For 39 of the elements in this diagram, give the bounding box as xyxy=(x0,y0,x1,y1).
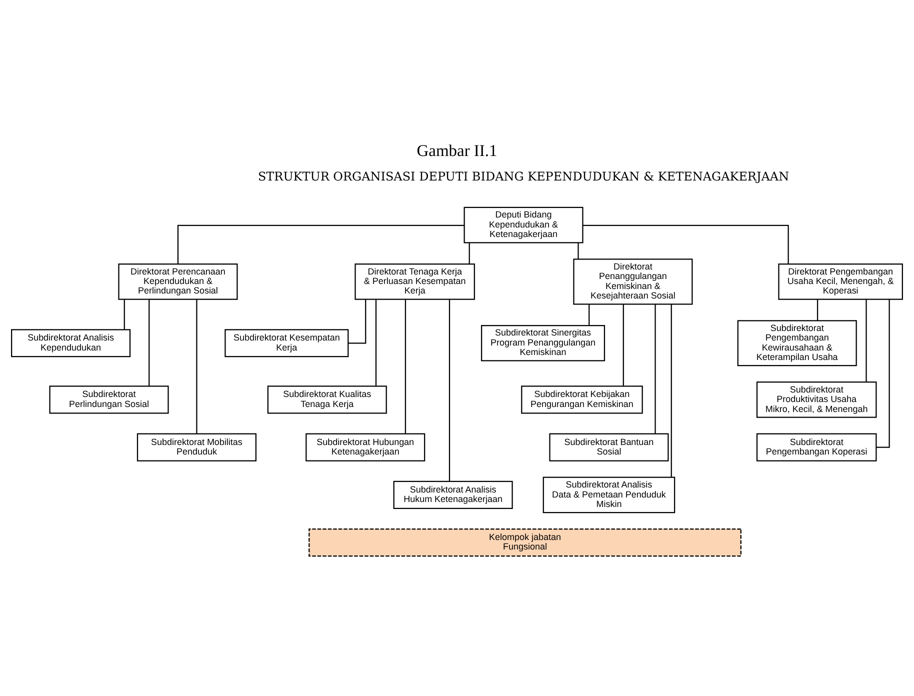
node-box: Subdirektorat Kualitas Tenaga Kerja xyxy=(267,386,387,414)
node-box: Direktorat Perencanaan Kependudukan & Perlindungan Sosial xyxy=(118,263,238,300)
connector xyxy=(578,242,579,260)
node-box: Subdirektorat Pengembangan Kewirausahaan & Keterampilan Usaha xyxy=(737,320,857,366)
node-box: Subdirektorat Analisis Hukum Ketenagakerjaan xyxy=(393,480,513,509)
connector xyxy=(622,304,624,386)
connector xyxy=(866,299,867,382)
node-box: Deputi Bidang Kependudukan & Ketenagakerjaan xyxy=(464,206,584,244)
connector xyxy=(468,242,470,264)
node-box: Subdirektorat Bantuan Sosial xyxy=(549,433,669,462)
node-box: Subdirektorat Kesempatan Kerja xyxy=(224,329,349,358)
diagram-title: Gambar II.1 xyxy=(416,141,498,160)
connector xyxy=(196,299,198,434)
node-box: Subdirektorat Produktivitas Usaha Mikro, Kecil, & Menengah xyxy=(756,382,877,418)
node-box: Subdirektorat Perlindungan Sosial xyxy=(49,386,169,414)
node-box: Direktorat Tenaga Kerja & Perluasan Kesempatan Kerja xyxy=(354,263,475,300)
connector xyxy=(654,304,656,434)
connector xyxy=(124,299,125,330)
connector xyxy=(177,224,464,264)
connector xyxy=(348,299,366,344)
node-box: Subdirektorat Analisis Kependudukan xyxy=(11,329,131,358)
node-box: Kelompok jabatan Fungsional xyxy=(308,528,742,557)
node-box: Subdirektorat Pengembangan Koperasi xyxy=(756,433,877,462)
connector xyxy=(816,299,818,321)
node-box: Subdirektorat Sinergitas Program Penanggulangan Kemiskinan xyxy=(480,324,606,362)
connector xyxy=(375,299,377,386)
connector xyxy=(404,299,406,434)
node-box: Direktorat Pengembangan Usaha Kecil, Menengah, & Koperasi xyxy=(778,263,903,300)
connector xyxy=(670,304,672,478)
connector xyxy=(588,304,590,326)
node-box: Subdirektorat Kebijakan Pengurangan Kemiskinan xyxy=(521,386,643,414)
node-box: Subdirektorat Mobilitas Penduduk xyxy=(136,433,256,462)
connector xyxy=(148,299,150,386)
node-box: Subdirektorat Hubungan Ketenagakerjaan xyxy=(306,433,426,462)
node-box: Direktorat Penanggulangan Kemiskinan & Kesejahteraan Sosial xyxy=(573,258,693,305)
connector xyxy=(582,224,789,264)
node-box: Subdirektorat Analisis Data & Pemetaan Penduduk Miskin xyxy=(542,476,676,514)
label: STRUKTUR ORGANISASI DEPUTI BIDANG KEPENDUDUKAN & KETENAGAKERJAAN xyxy=(258,169,790,184)
connector xyxy=(448,299,450,482)
